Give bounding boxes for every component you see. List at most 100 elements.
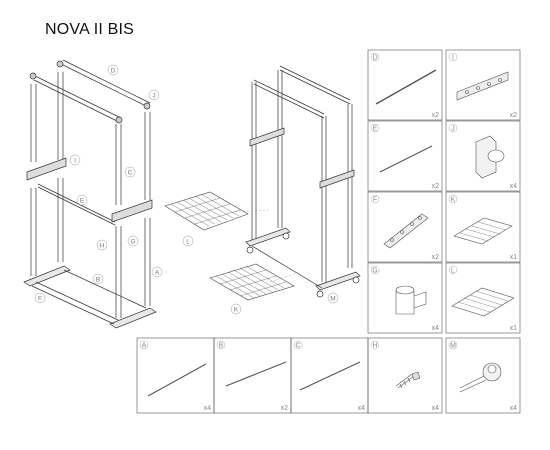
callout-H: H (96, 239, 108, 251)
part-letter-M: M (448, 340, 458, 350)
part-letter-H: H (370, 340, 380, 350)
qty-K: x1 (510, 254, 518, 261)
part-letter-F: F (370, 194, 380, 204)
svg-text:G: G (130, 239, 135, 246)
assembled-base (245, 227, 361, 291)
part-cell-J (445, 120, 521, 192)
upright-tube-front-left (115, 124, 122, 318)
assembled-brackets (249, 127, 355, 189)
wire-shelf-lower (209, 263, 295, 301)
document-title: NOVA II BIS (45, 21, 135, 38)
svg-text:A: A (142, 343, 147, 350)
qty-D: x2 (432, 112, 440, 119)
qty-E: x2 (432, 183, 440, 190)
svg-text:E: E (80, 198, 85, 205)
part-letter-K: K (448, 194, 458, 204)
part-letter-G: G (370, 265, 380, 275)
qty-J: x4 (510, 183, 518, 190)
upright-tube-back-left (30, 84, 37, 276)
callout-L: L (182, 235, 194, 247)
top-crossbar (33, 59, 151, 123)
part-cell-K (445, 191, 521, 263)
callout-E: E (76, 194, 88, 206)
exploded-view (23, 59, 157, 329)
svg-text:F: F (373, 197, 377, 204)
svg-text:K: K (234, 307, 239, 314)
svg-text:M: M (330, 296, 335, 303)
svg-text:C: C (128, 170, 133, 177)
qty-F: x2 (432, 254, 440, 261)
svg-text:I: I (74, 158, 76, 165)
part-cell-G (367, 262, 443, 334)
svg-text:D: D (111, 68, 116, 75)
joint-caps (29, 60, 151, 124)
part-letter-B: B (216, 340, 226, 350)
part-letter-L: L (448, 265, 458, 275)
svg-text:F: F (38, 296, 42, 303)
part-cell-F (367, 191, 443, 263)
part-letter-A: A (139, 340, 149, 350)
part-cell-D (367, 49, 443, 121)
qty-M: x4 (510, 405, 518, 412)
part-cell-L (445, 262, 521, 334)
part-cell-A (136, 337, 215, 414)
part-letter-C: C (293, 340, 303, 350)
svg-text:L: L (186, 239, 190, 246)
upright-tube-front-right (144, 112, 151, 306)
svg-text:A: A (155, 270, 160, 277)
part-letter-E: E (370, 123, 380, 133)
qty-C: x4 (358, 405, 366, 412)
callout-J: J (148, 89, 160, 101)
upright-tube-back-right (57, 72, 64, 262)
qty-I: x2 (510, 112, 518, 119)
part-cell-B (213, 337, 292, 414)
callout-B: B (92, 273, 104, 285)
svg-text:D: D (372, 55, 377, 62)
svg-text:I: I (452, 55, 454, 62)
callout-F: F (34, 292, 46, 304)
svg-text:M: M (450, 343, 456, 350)
svg-text:H: H (100, 243, 105, 250)
parts-grid (136, 49, 521, 414)
qty-H: x4 (432, 405, 440, 412)
svg-text:J: J (451, 126, 455, 133)
svg-text:L: L (451, 268, 455, 275)
part-cell-H (367, 337, 443, 414)
svg-text:B: B (219, 343, 224, 350)
svg-text:C: C (295, 343, 300, 350)
svg-text:K: K (451, 197, 456, 204)
qty-G: x4 (432, 325, 440, 332)
callout-M: M (327, 292, 339, 304)
assembled-top-bars (253, 65, 351, 119)
svg-text:B: B (96, 277, 100, 284)
caster-wheels (246, 232, 360, 298)
svg-text:J: J (152, 93, 155, 100)
callout-K: K (230, 303, 242, 315)
part-cell-C (290, 337, 369, 414)
middle-crossbar (37, 183, 116, 226)
callout-D: D (107, 64, 119, 76)
callout-I: I (69, 154, 81, 166)
assembled-view (245, 65, 361, 298)
callout-A: A (151, 266, 163, 278)
base-rail (31, 269, 147, 325)
wire-shelf-upper (164, 191, 249, 231)
part-cell-M (445, 337, 521, 414)
shelf-guide-lines (234, 209, 301, 283)
svg-text:H: H (372, 343, 377, 350)
side-bracket (26, 157, 153, 223)
assembled-uprights (251, 70, 353, 282)
part-letter-D: D (370, 52, 380, 62)
qty-L: x1 (510, 325, 518, 332)
part-letter-J: J (448, 123, 458, 133)
part-cell-I (445, 49, 521, 121)
qty-A: x4 (204, 405, 212, 412)
svg-text:E: E (373, 126, 378, 133)
part-cell-E (367, 120, 443, 192)
svg-text:G: G (372, 268, 377, 275)
qty-B: x2 (281, 405, 289, 412)
callout-G: G (127, 235, 139, 247)
part-letter-I: I (448, 52, 458, 62)
base-foot (23, 265, 157, 329)
